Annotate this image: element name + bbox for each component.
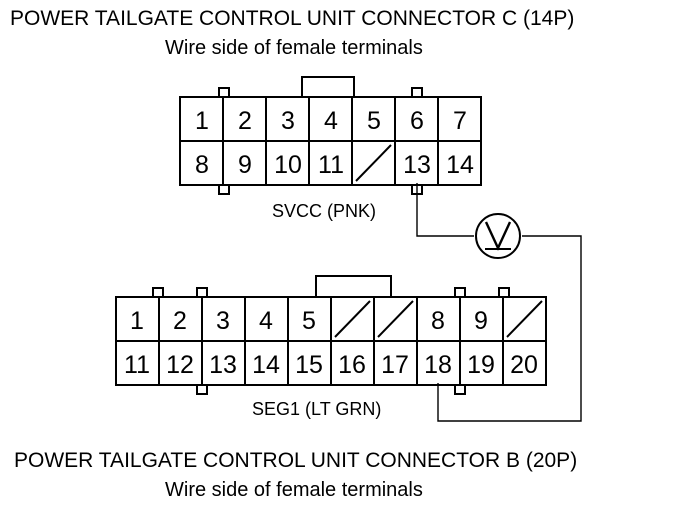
connector-c-subtitle: Wire side of female terminals <box>165 37 423 59</box>
pin-b-3: 3 <box>216 307 230 335</box>
connector-c-latch <box>301 76 355 97</box>
connector-b-tab <box>454 287 466 298</box>
connector-b <box>115 275 547 395</box>
pin-b-12: 12 <box>166 351 194 379</box>
connector-c-title: POWER TAILGATE CONTROL UNIT CONNECTOR C … <box>10 7 575 30</box>
probe-lead-c13 <box>416 183 474 237</box>
voltmeter-icon <box>475 213 521 259</box>
connector-b-tab <box>196 384 208 395</box>
pin-b-18: 18 <box>424 351 452 379</box>
connector-b-latch <box>315 275 392 297</box>
pin-b-9: 9 <box>474 307 488 335</box>
connector-b-blank-cavity <box>506 300 543 338</box>
pin-b-8: 8 <box>431 307 445 335</box>
connector-c <box>179 76 482 195</box>
svcc-wire-label: SVCC (PNK) <box>272 201 377 221</box>
pin-b-5: 5 <box>302 307 316 335</box>
pin-b-19: 19 <box>467 351 495 379</box>
pin-c-4: 4 <box>324 107 338 135</box>
pin-b-2: 2 <box>173 307 187 335</box>
connector-b-blank-cavity <box>377 300 414 338</box>
connector-b-tab <box>498 287 510 298</box>
connector-b-pins: 1 2 3 4 5 8 9 11 12 13 14 15 16 17 18 19… <box>124 307 538 379</box>
pin-c-11: 11 <box>318 151 344 179</box>
connector-b-subtitle: Wire side of female terminals <box>165 479 423 501</box>
pin-b-14: 14 <box>252 351 280 379</box>
connector-c-tab <box>218 87 230 98</box>
connector-b-title: POWER TAILGATE CONTROL UNIT CONNECTOR B … <box>14 449 578 472</box>
pin-c-14: 14 <box>446 151 474 179</box>
connector-b-blank-cavity <box>334 300 371 338</box>
pin-c-5: 5 <box>367 107 381 135</box>
pin-b-16: 16 <box>338 351 366 379</box>
pin-b-17: 17 <box>381 351 409 379</box>
connector-b-tab <box>152 287 164 298</box>
pin-c-6: 6 <box>410 107 424 135</box>
connector-b-tab <box>196 287 208 298</box>
connector-c-tab <box>411 87 423 98</box>
pin-c-13: 13 <box>403 151 431 179</box>
pin-c-7: 7 <box>453 107 467 135</box>
pin-c-9: 9 <box>238 151 252 179</box>
connector-b-tab <box>454 384 466 395</box>
test-leads <box>416 183 582 422</box>
pin-b-15: 15 <box>295 351 323 379</box>
pin-c-3: 3 <box>281 107 295 135</box>
pin-c-8: 8 <box>195 151 209 179</box>
seg1-wire-label: SEG1 (LT GRN) <box>252 399 382 419</box>
connector-c-tab <box>218 184 230 195</box>
pin-b-13: 13 <box>209 351 237 379</box>
pin-b-11: 11 <box>124 351 150 379</box>
pin-c-2: 2 <box>238 107 252 135</box>
probe-lead-b18 <box>437 235 582 422</box>
connector-c-blank-cavity <box>355 144 392 182</box>
connector-c-pins: 1 2 3 4 5 6 7 8 9 10 11 13 14 <box>195 107 474 179</box>
pin-c-10: 10 <box>274 151 302 179</box>
pin-b-20: 20 <box>510 351 538 379</box>
pin-b-4: 4 <box>259 307 273 335</box>
pin-c-1: 1 <box>195 107 209 135</box>
pin-b-1: 1 <box>130 307 144 335</box>
